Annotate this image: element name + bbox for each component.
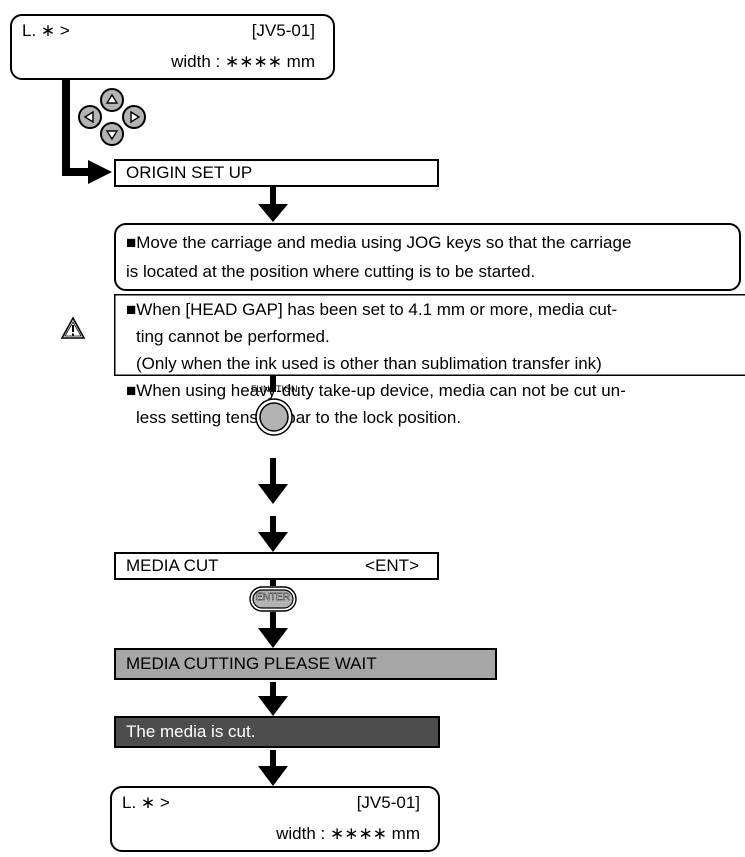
caution-line5: less setting tension-bar to the lock pos… — [136, 408, 462, 427]
move-note-line2: is located at the position where cutting… — [126, 262, 536, 281]
caution-line2: ting cannot be performed. — [136, 327, 330, 346]
caution-line3: (Only when the ink used is other than su… — [136, 354, 602, 373]
caution-texts: ■When [HEAD GAP] has been set to 4.1 mm … — [114, 294, 745, 464]
media-cut-label: MEDIA CUT — [126, 556, 219, 575]
right-arrow-icon — [130, 110, 141, 124]
left-arrow-icon — [83, 110, 94, 124]
connector-lcd-to-origin — [62, 80, 92, 176]
lcd-display-top: L. ∗ > [JV5-01] width : ∗∗∗∗ mm — [10, 14, 335, 80]
media-cutting-bar: MEDIA CUTTING PLEASE WAIT — [114, 648, 497, 680]
caution-bracket — [114, 294, 745, 374]
lcd-display-bottom: L. ∗ > [JV5-01] width : ∗∗∗∗ mm — [110, 786, 440, 852]
function-key-label: FUNCTION — [251, 384, 298, 394]
lcd-id: [JV5-01] — [251, 21, 315, 40]
lcd-id: [JV5-01] — [356, 793, 420, 812]
caution-line4: ■When using heavy-duty take-up device, m… — [126, 381, 626, 400]
up-arrow-icon — [105, 93, 119, 104]
media-cut-action: <ENT> — [365, 556, 419, 575]
move-carriage-note: ■Move the carriage and media using JOG k… — [114, 223, 741, 291]
caution-note-box — [114, 294, 745, 376]
arrow-down-6 — [258, 612, 288, 648]
enter-key[interactable]: ENTER — [249, 586, 297, 612]
arrow-down-5 — [270, 578, 276, 586]
media-cut-done-bar: The media is cut. — [114, 716, 440, 748]
arrow-down-7 — [258, 682, 288, 716]
arrow-down-8 — [258, 750, 288, 786]
function-key[interactable] — [255, 398, 293, 436]
origin-setup-bar: ORIGIN SET UP — [114, 159, 439, 187]
lcd-width: width : ∗∗∗∗ mm — [276, 824, 420, 843]
down-arrow-icon — [105, 130, 119, 141]
arrow-down-4 — [258, 516, 288, 552]
jog-keys[interactable] — [76, 86, 148, 148]
arrow-down-1 — [258, 186, 288, 222]
lcd-mode: L. ∗ > — [122, 793, 170, 812]
caution-line1: ■When [HEAD GAP] has been set to 4.1 mm … — [126, 300, 618, 319]
lcd-mode: L. ∗ > — [22, 21, 70, 40]
warning-triangle-icon — [60, 316, 86, 340]
media-cut-bar: MEDIA CUT <ENT> — [114, 552, 439, 580]
connector-arrowhead — [88, 160, 112, 184]
enter-key-label: ENTER — [256, 592, 290, 603]
move-note-line1: ■Move the carriage and media using JOG k… — [126, 233, 632, 252]
lcd-width: width : ∗∗∗∗ mm — [171, 52, 315, 71]
